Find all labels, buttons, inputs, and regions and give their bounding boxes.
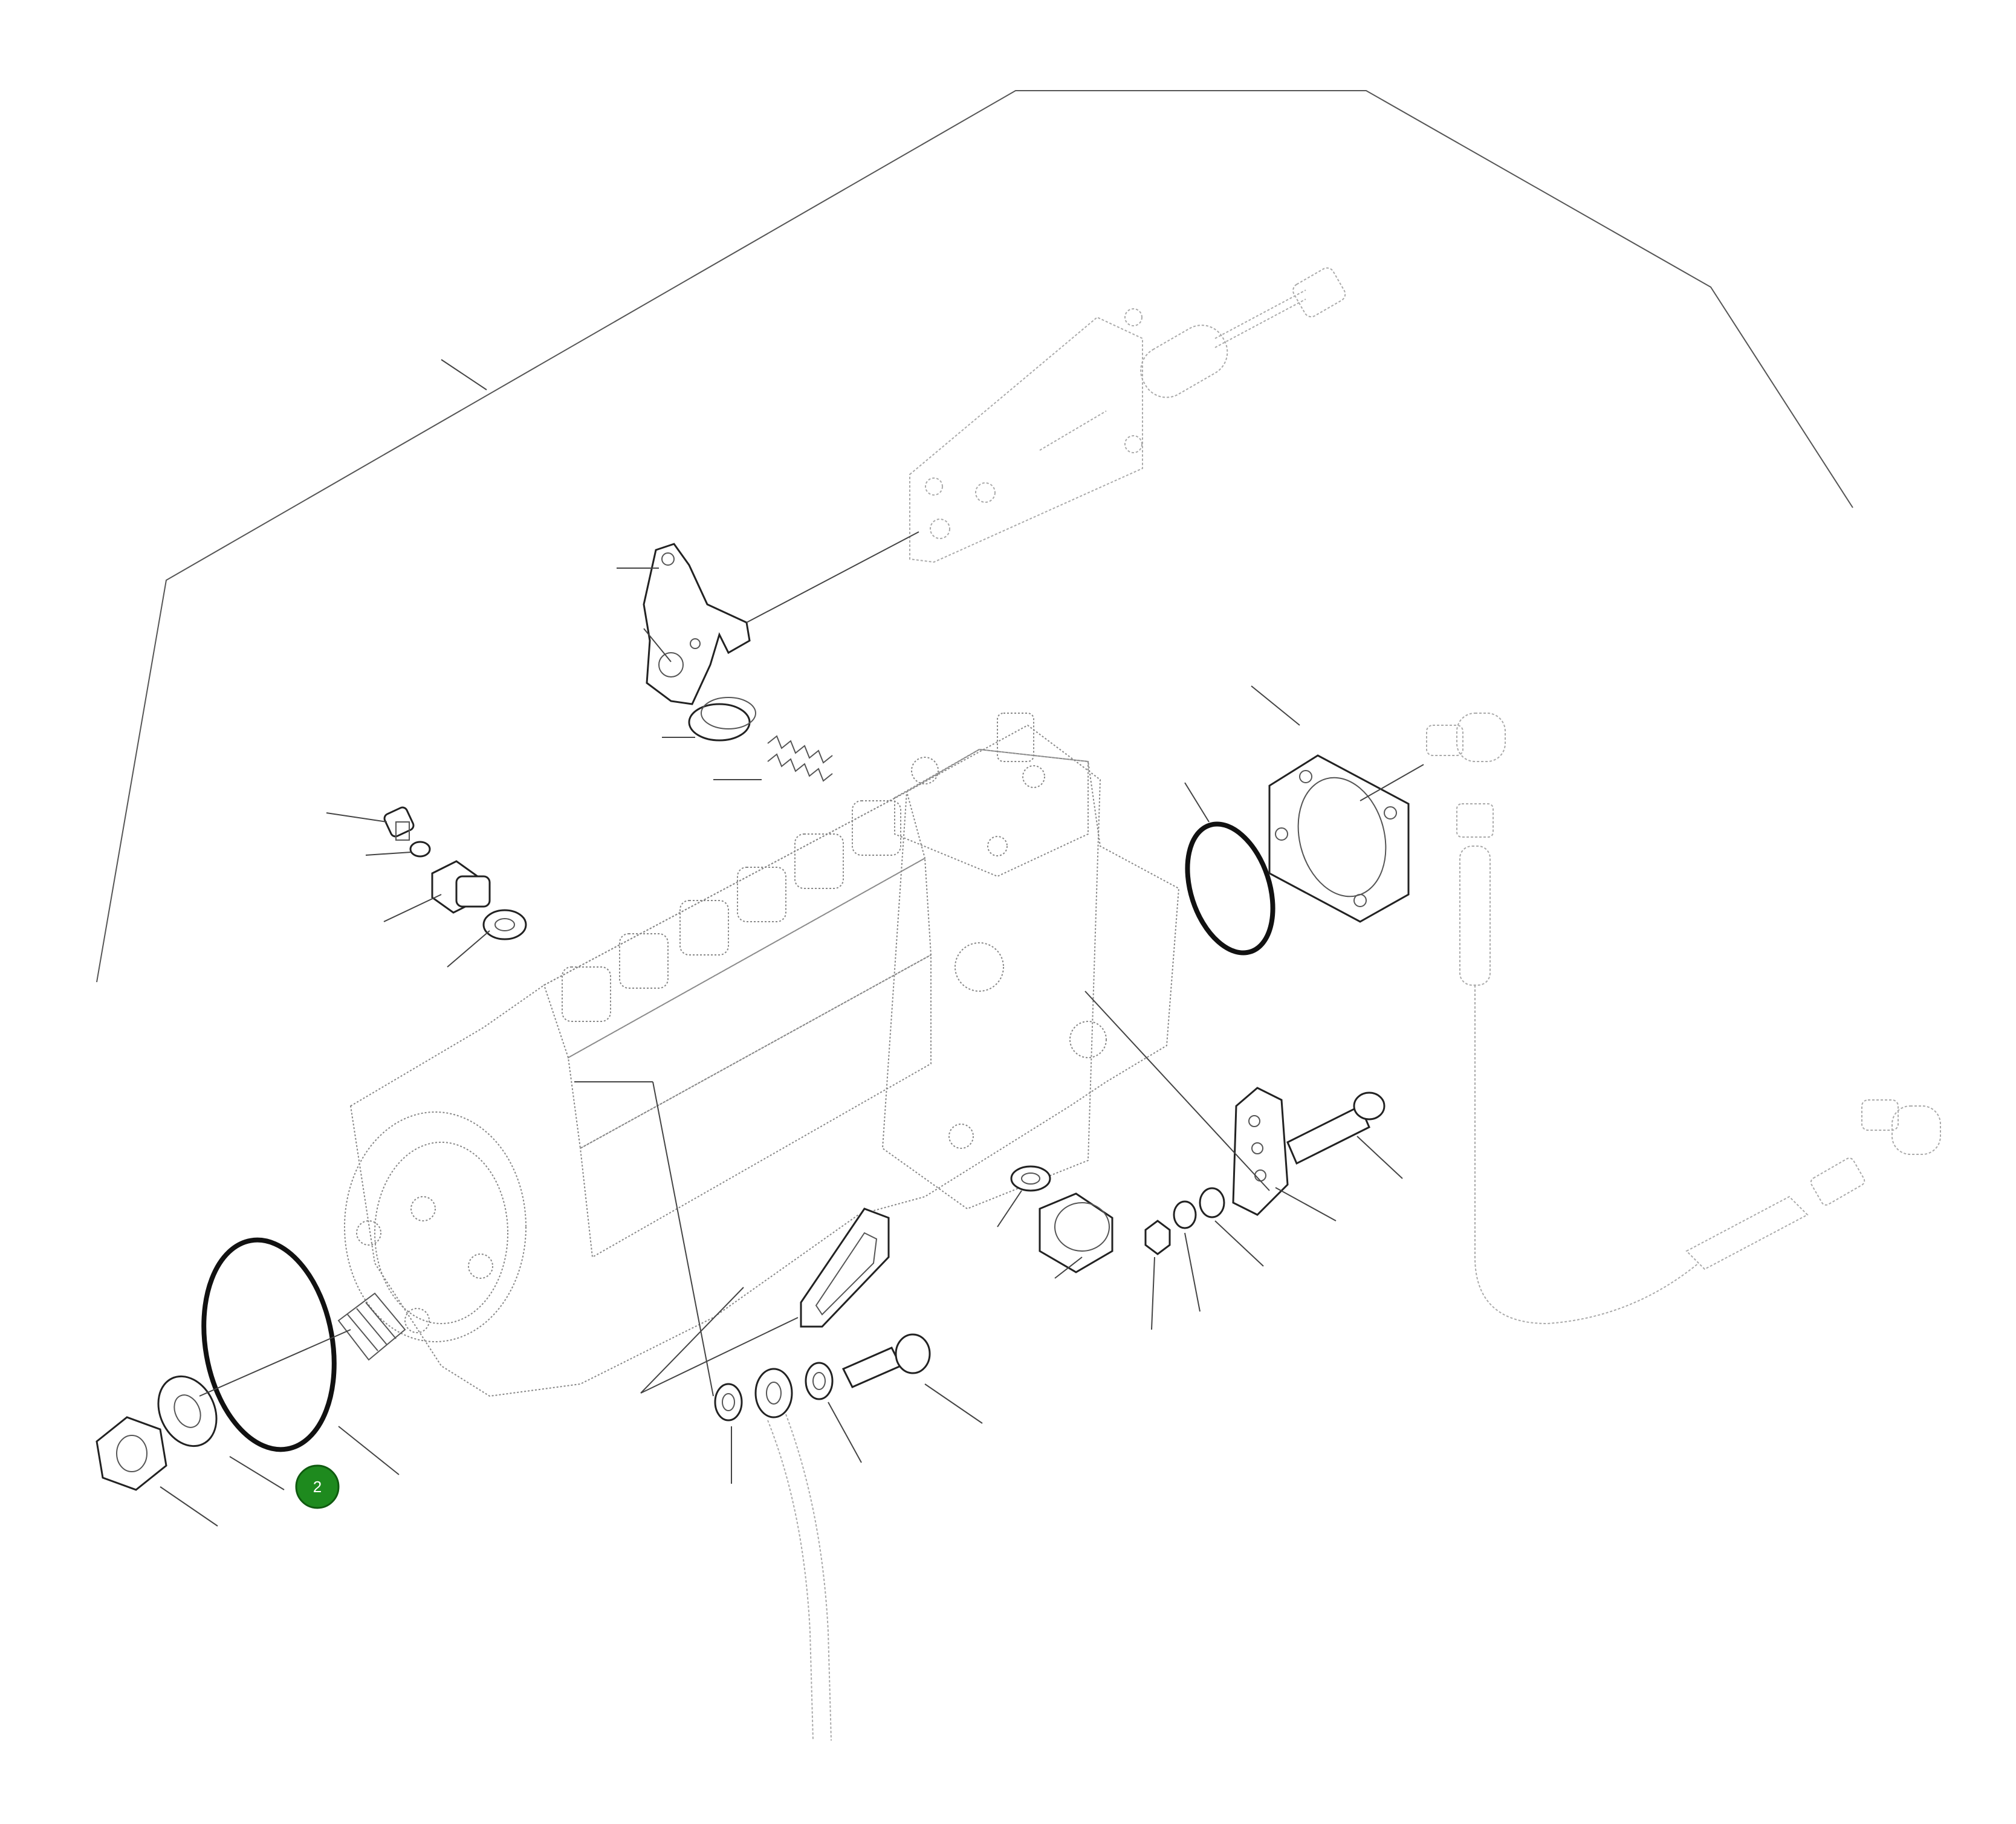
- shaft-nut: [96, 1416, 167, 1491]
- o-ring-right: [1185, 821, 1275, 956]
- o-ring-front[interactable]: [188, 1229, 350, 1460]
- front-flange: [344, 1111, 527, 1342]
- assembly-boundary-tick: [441, 359, 487, 390]
- governor-housing: [881, 713, 1107, 1210]
- callout-badge-2[interactable]: 2: [295, 1464, 340, 1509]
- cap-nut: [1039, 1192, 1113, 1273]
- sealing-washer-upper: [482, 909, 527, 940]
- mounting-flange-right: [1268, 754, 1410, 923]
- flat-washer-small: [1199, 1187, 1225, 1218]
- banjo-fitting: [754, 1368, 793, 1418]
- cap-washer: [1010, 1165, 1051, 1192]
- callout-label: 2: [313, 1478, 322, 1496]
- lever-bracket: [643, 543, 751, 705]
- elbow-fitting-lower: [1685, 1099, 1941, 1270]
- sleeve: [688, 697, 756, 742]
- bracket-leader: [746, 531, 919, 623]
- slotted-strap: [1232, 1087, 1289, 1216]
- shaft-axis-line: [199, 1329, 351, 1397]
- connector-fitting: [431, 860, 491, 914]
- feed-pipe: [767, 1414, 832, 1741]
- spring: [767, 735, 833, 782]
- banjo-washer-left: [714, 1383, 743, 1421]
- small-washer: [409, 841, 431, 858]
- return-pipe: [1456, 803, 1699, 1325]
- elbow-fitting-upper: [1360, 713, 1506, 801]
- camshaft-thread: [337, 1292, 406, 1361]
- gasket-plate: [800, 1208, 890, 1328]
- hex-bolt-right: [1286, 1091, 1386, 1165]
- leader-lines: [160, 568, 1403, 1527]
- injection-pump-body: [337, 713, 1180, 1397]
- lock-washer: [1173, 1200, 1197, 1229]
- nut-small: [1144, 1220, 1171, 1255]
- delivery-valve-holders: [562, 800, 901, 1022]
- banjo-bolt: [841, 1333, 931, 1388]
- assembly-boundary-line: [96, 90, 1853, 983]
- banjo-washer-right: [805, 1362, 834, 1400]
- shaft-washer: [157, 1375, 218, 1447]
- actuator-bracket-assembly: [909, 267, 1346, 563]
- banjo-screw: [383, 806, 415, 841]
